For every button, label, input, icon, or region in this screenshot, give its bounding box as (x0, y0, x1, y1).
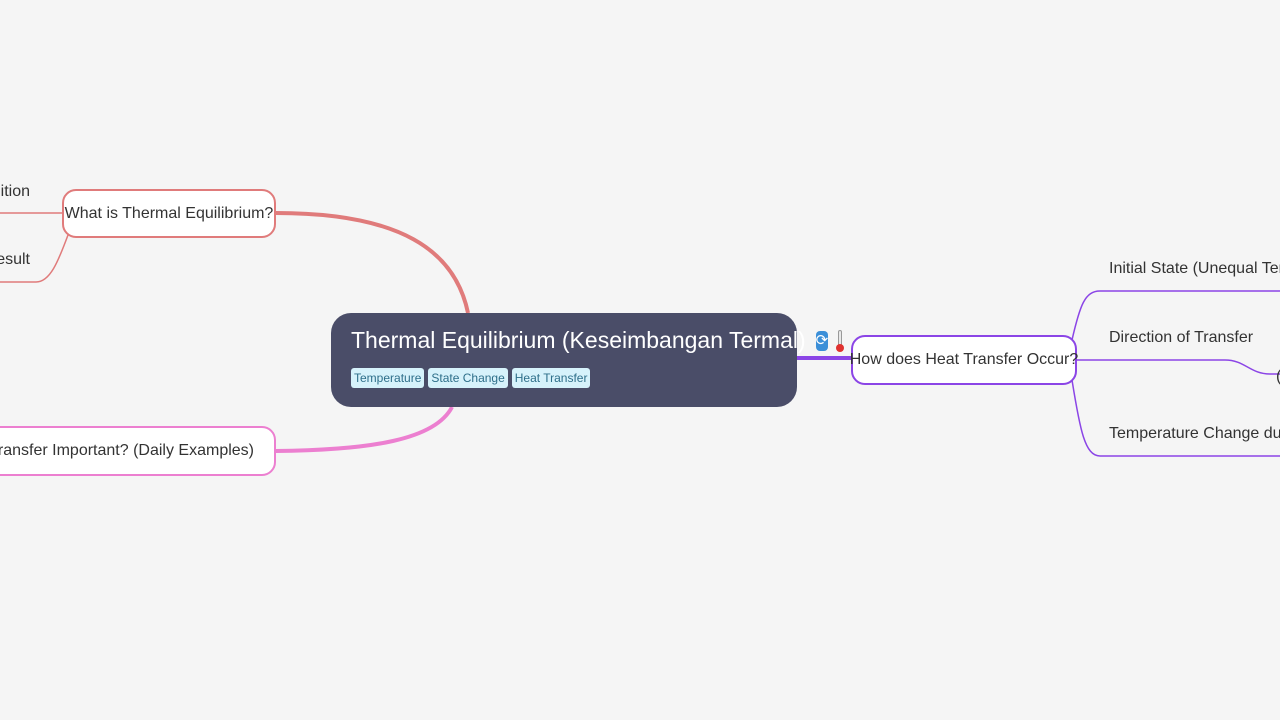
tag-heat-transfer[interactable]: Heat Transfer (511, 368, 591, 388)
node-temperature-change[interactable]: Temperature Change during T (1109, 425, 1280, 442)
node-direction-grandchild[interactable]: H ( (1276, 317, 1280, 413)
link-central-why (275, 406, 454, 453)
node-how-heat-transfer-occur[interactable]: How does Heat Transfer Occur? (849, 335, 1079, 385)
node-direction-of-transfer[interactable]: Direction of Transfer (1109, 329, 1254, 346)
node-initial-state[interactable]: Initial State (Unequal Temper (1109, 260, 1280, 277)
central-title-text: Thermal Equilibrium (Keseimbangan Termal… (351, 327, 806, 353)
tag-temperature[interactable]: Temperature (351, 368, 425, 388)
tag-state-change[interactable]: State Change (428, 368, 508, 388)
node-definition[interactable]: nition (0, 183, 30, 200)
central-topic[interactable]: Thermal Equilibrium (Keseimbangan Termal… (331, 313, 845, 407)
node-why-label: s Heat Transfer Important? (Daily Exampl… (0, 442, 254, 459)
link-how-temp-change (1071, 379, 1280, 457)
link-how-initial (1071, 290, 1280, 341)
node-what-is-label: What is Thermal Equilibrium? (64, 204, 274, 222)
node-what-is-thermal-equilibrium[interactable]: What is Thermal Equilibrium? (62, 189, 276, 238)
link-central-what-is (275, 211, 470, 314)
central-title: Thermal Equilibrium (Keseimbangan Termal… (351, 327, 845, 354)
rotate-arrows-icon: ⟳ (815, 330, 829, 351)
central-tags: Temperature State Change Heat Transfer (351, 368, 777, 388)
node-result[interactable]: esult (0, 251, 30, 268)
link-how-direction (1077, 359, 1280, 375)
node-how-label: How does Heat Transfer Occur? (849, 351, 1079, 368)
link-what-is-result (0, 234, 69, 283)
node-why-heat-transfer-important[interactable]: s Heat Transfer Important? (Daily Exampl… (0, 426, 276, 476)
